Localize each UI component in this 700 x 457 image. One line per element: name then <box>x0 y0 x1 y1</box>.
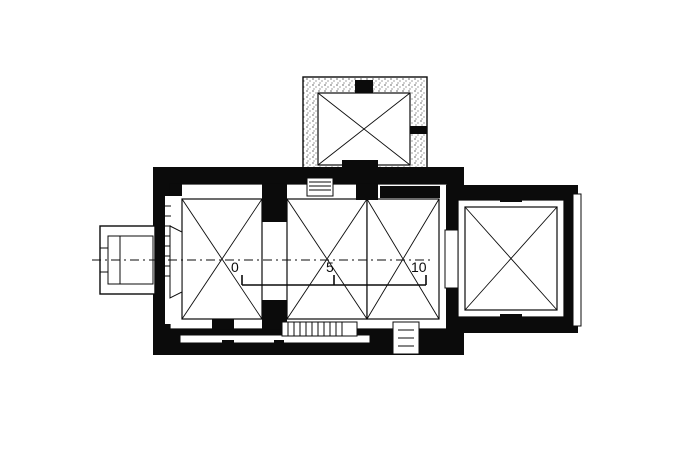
pier-north-3 <box>380 186 440 198</box>
south-passage <box>179 321 420 355</box>
nave-bays <box>181 198 440 320</box>
scale-label-0: 0 <box>231 259 239 275</box>
pier-north-2 <box>356 184 378 200</box>
tower <box>302 76 428 182</box>
piers <box>168 184 440 338</box>
chancel <box>444 185 582 333</box>
scale-label-5: 5 <box>326 259 334 275</box>
west-porch <box>99 225 156 295</box>
scale-bar: 0 5 10 <box>231 259 427 286</box>
scale-label-10: 10 <box>411 259 427 275</box>
south-stair <box>281 321 358 337</box>
north-stair <box>306 177 334 197</box>
pier-north-1 <box>262 184 287 222</box>
